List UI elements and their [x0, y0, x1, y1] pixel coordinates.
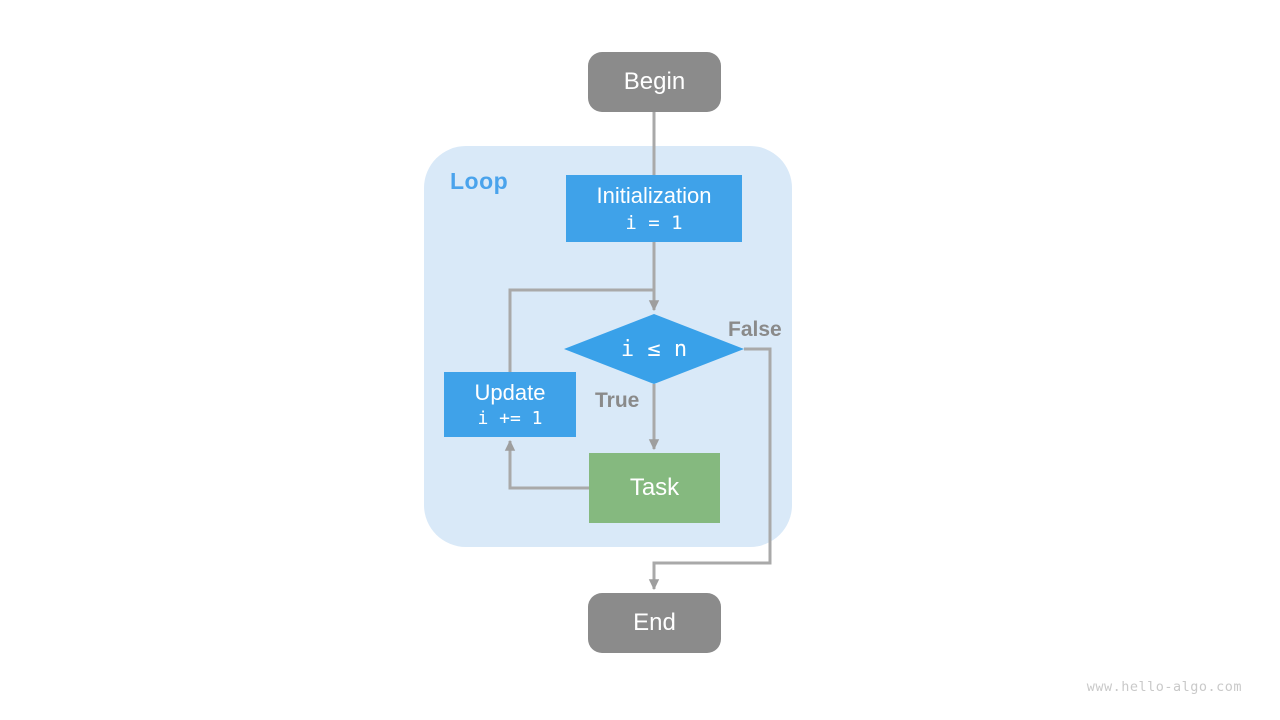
end-node-label: End	[633, 609, 676, 636]
update-node-code: i += 1	[477, 408, 543, 429]
task-node: Task	[589, 453, 720, 523]
task-node-label: Task	[629, 474, 680, 501]
initialization-node-label: Initialization	[596, 183, 712, 208]
edge-label-false: False	[728, 318, 782, 341]
edge-label-true: True	[595, 389, 640, 412]
end-node: End	[588, 593, 721, 653]
begin-node-label: Begin	[623, 68, 686, 95]
initialization-node-code: i = 1	[625, 212, 683, 234]
loop-region-label: Loop	[450, 168, 509, 194]
update-node: Update i += 1	[444, 372, 576, 437]
begin-node: Begin	[588, 52, 721, 112]
condition-node-label: i ≤ n	[620, 336, 688, 362]
initialization-node: Initialization i = 1	[566, 175, 742, 242]
watermark-text: www.hello-algo.com	[1086, 679, 1242, 695]
update-node-label: Update	[474, 380, 546, 405]
